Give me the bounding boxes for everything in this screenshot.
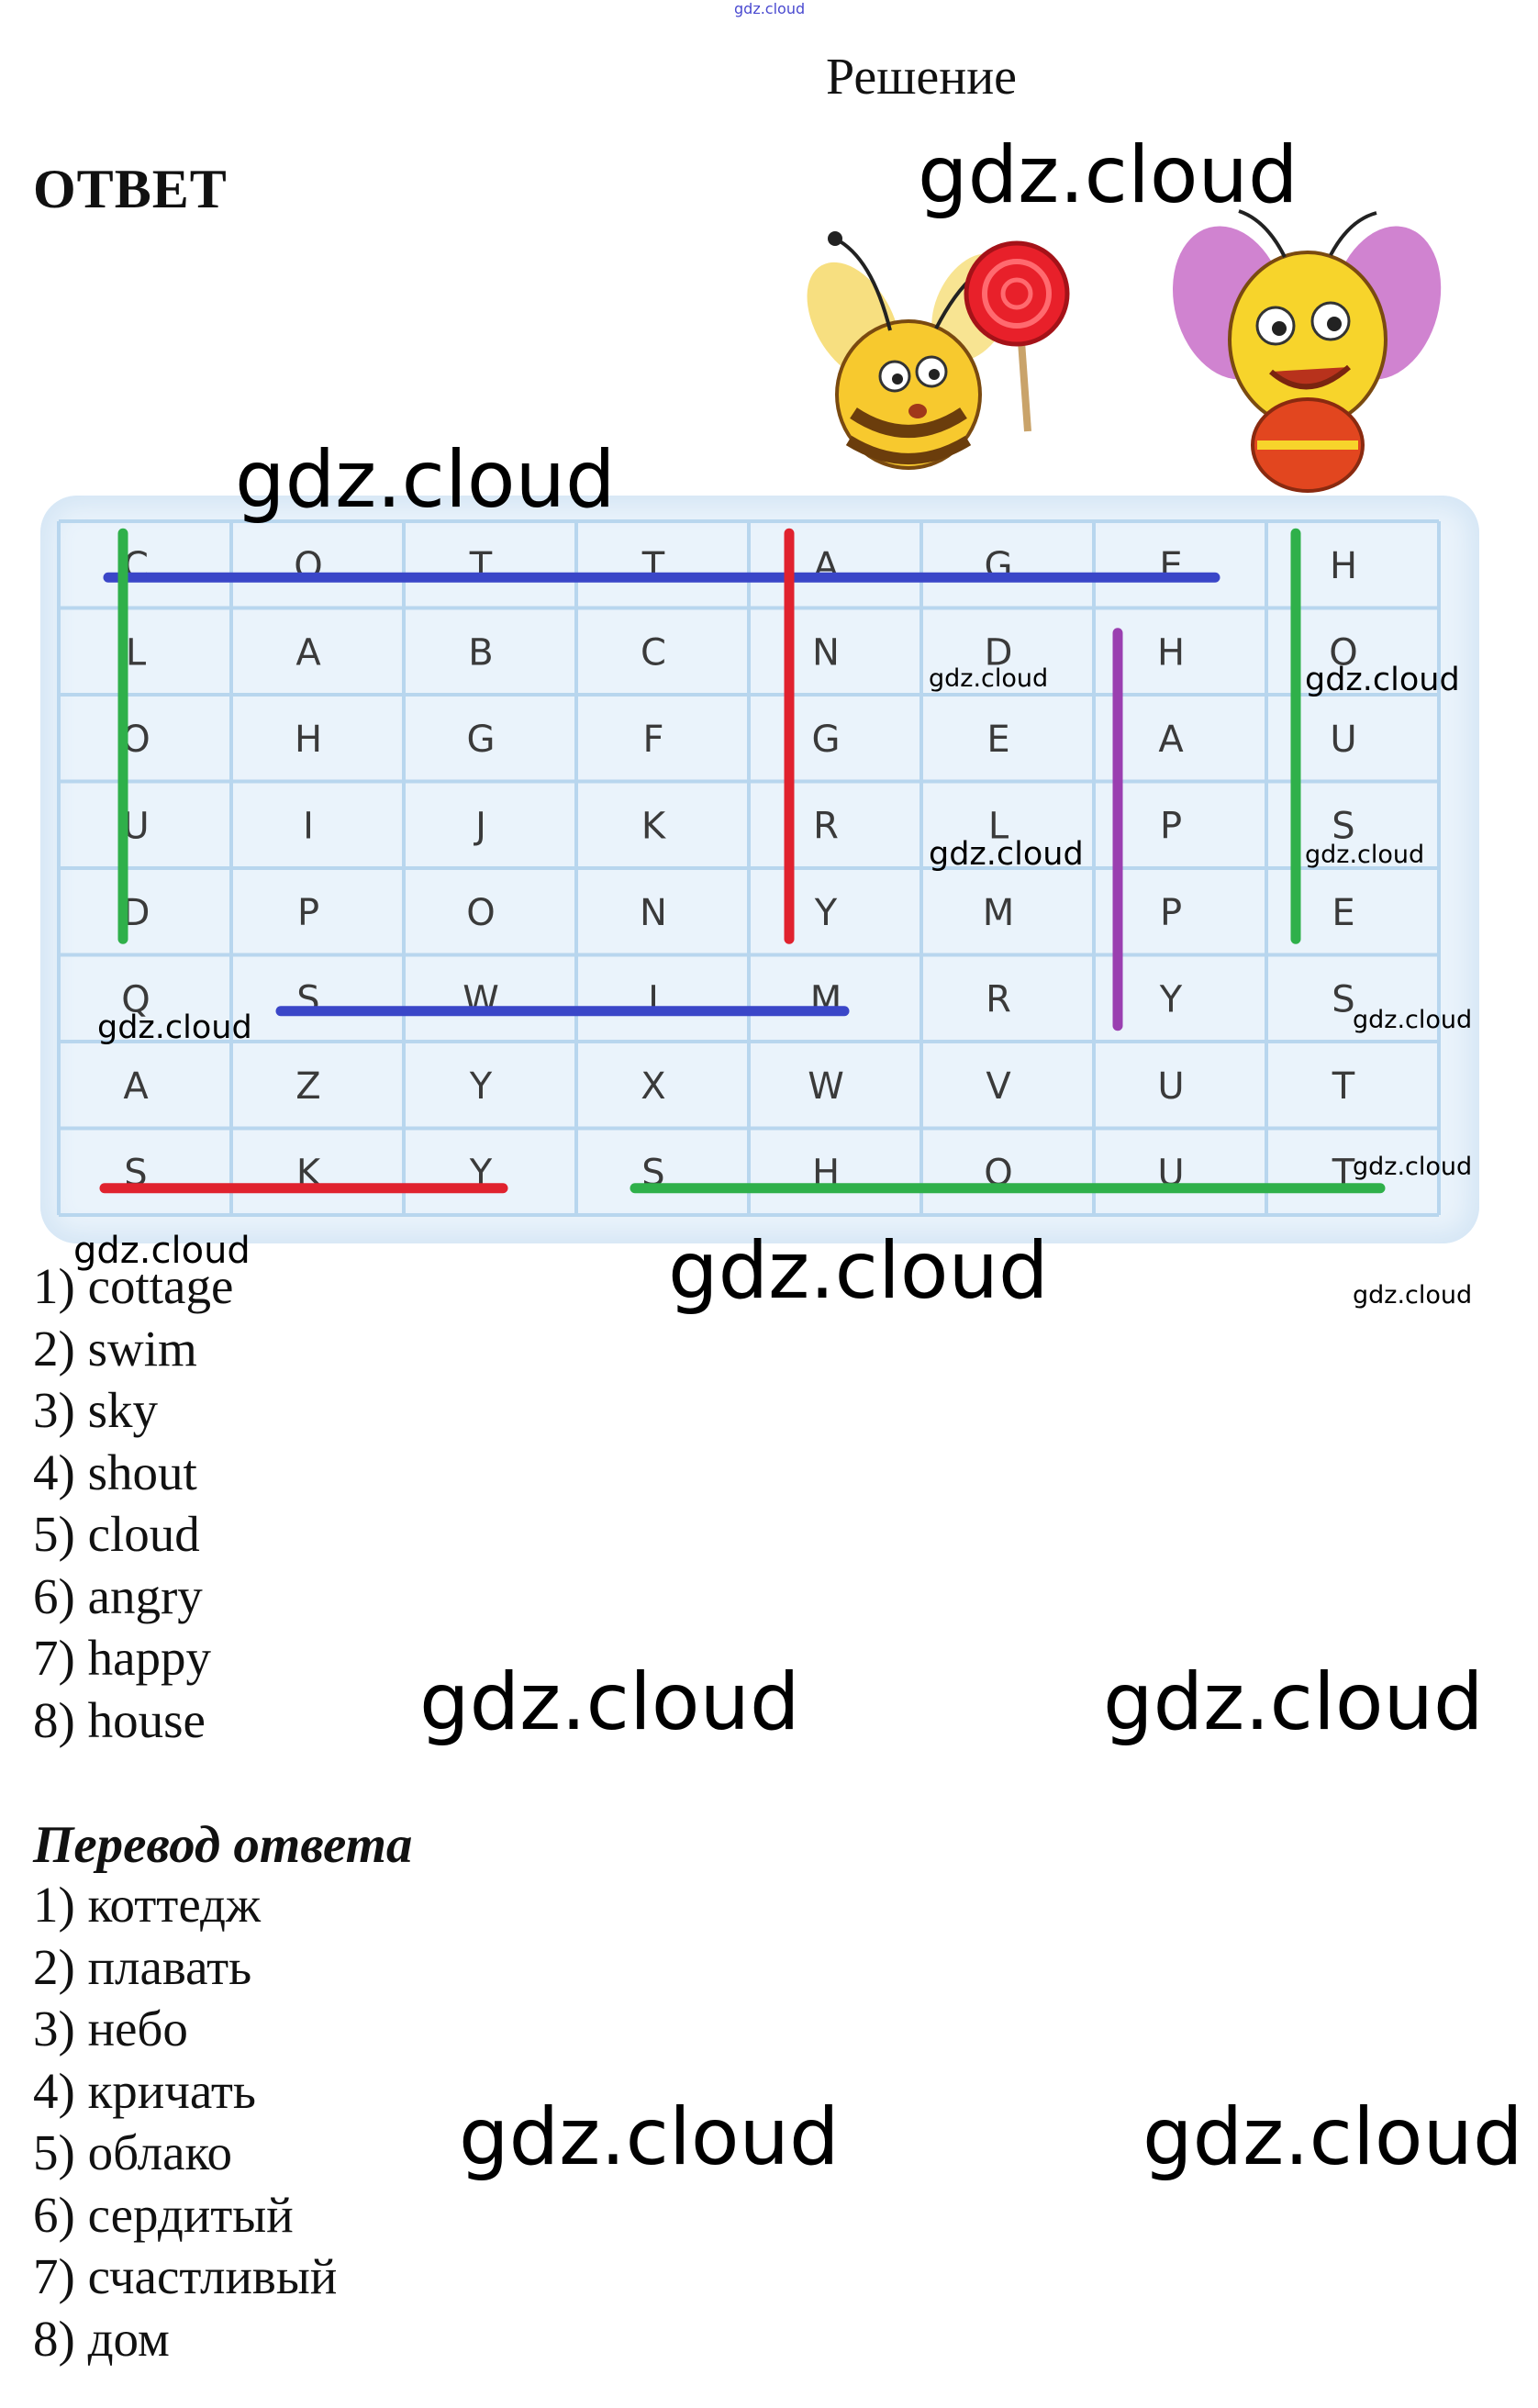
grid-letter: A: [123, 1065, 149, 1108]
grid-letter: Y: [1159, 979, 1183, 1021]
grid-letter: G: [467, 719, 496, 761]
grid-letter: F: [642, 719, 663, 761]
grid-letter: P: [1160, 892, 1182, 934]
grid-letter: U: [1157, 1065, 1184, 1108]
grid-letter: K: [641, 806, 667, 848]
grid-letter: Y: [469, 1065, 493, 1108]
grid-letter: R: [986, 979, 1011, 1021]
watermark: gdz.cloud: [1353, 1281, 1473, 1310]
grid-letter: H: [1330, 545, 1357, 587]
answers-list: 1) cottage 2) swim 3) sky 4) shout 5) cl…: [33, 1255, 233, 1751]
watermark: gdz.cloud: [1353, 1153, 1473, 1181]
grid-letter: P: [1160, 806, 1182, 848]
watermark: gdz.cloud: [97, 1009, 252, 1046]
watermark: gdz.cloud: [459, 2091, 840, 2183]
watermark: gdz.cloud: [1353, 1006, 1473, 1034]
watermark: gdz.cloud: [929, 836, 1084, 873]
grid-letter: J: [473, 806, 486, 848]
grid-letter: I: [648, 979, 659, 1021]
grid-letter: Q: [121, 979, 150, 1021]
grid-letter: O: [466, 892, 495, 934]
watermark: gdz.cloud: [1305, 841, 1425, 869]
grid-letter: W: [808, 1065, 844, 1108]
list-item: 7) счастливый: [33, 2248, 338, 2304]
watermark: gdz.cloud: [73, 1230, 251, 1272]
watermark: gdz.cloud: [235, 434, 616, 526]
site-tag: gdz.cloud: [734, 0, 806, 17]
right-bee-icon: [1173, 209, 1442, 493]
watermark: gdz.cloud: [1103, 1656, 1484, 1748]
page-title: Решение: [826, 49, 1018, 106]
grid-letter: P: [297, 892, 319, 934]
grid-letter: L: [126, 632, 147, 674]
grid-letter: A: [295, 632, 321, 674]
list-item: 5) облако: [33, 2124, 232, 2180]
list-item: 8) дом: [33, 2310, 170, 2367]
grid-letter: T: [1332, 1065, 1355, 1108]
grid-letter: M: [983, 892, 1015, 934]
grid-letter: O: [1329, 632, 1357, 674]
grid-letter: V: [986, 1065, 1011, 1108]
watermark: gdz.cloud: [1142, 2091, 1523, 2183]
grid-letter: Y: [814, 892, 838, 934]
list-item: 2) swim: [33, 1320, 197, 1377]
list-item: 3) sky: [33, 1382, 158, 1438]
grid-letter: G: [812, 719, 841, 761]
grid-letter: H: [295, 719, 322, 761]
grid-letter: U: [1330, 719, 1356, 761]
grid-letter: E: [986, 719, 1009, 761]
grid-letter: A: [1158, 719, 1184, 761]
grid-letter: S: [1332, 979, 1354, 1021]
grid-letter: S: [1332, 806, 1354, 848]
list-item: 1) cottage: [33, 1258, 234, 1314]
grid-letter: L: [988, 806, 1009, 848]
list-item: 6) сердитый: [33, 2186, 294, 2243]
list-item: 8) house: [33, 1691, 206, 1748]
grid-letter: N: [640, 892, 667, 934]
grid-letter: X: [641, 1065, 665, 1108]
grid-letter: E: [1332, 892, 1354, 934]
grid-letter: D: [985, 632, 1013, 674]
grid-letter: C: [641, 632, 666, 674]
bees-illustration: [807, 209, 1442, 493]
list-item: 3) небо: [33, 2001, 188, 2057]
list-item: 5) cloud: [33, 1506, 200, 1562]
list-item: 6) angry: [33, 1567, 203, 1624]
watermark: gdz.cloud: [668, 1225, 1049, 1317]
grid-letter: N: [812, 632, 840, 674]
watermark: gdz.cloud: [918, 129, 1298, 221]
list-item: 2) плавать: [33, 1938, 252, 1995]
lollipop-icon: [964, 240, 1070, 432]
list-item: 4) кричать: [33, 2062, 256, 2119]
watermark: gdz.cloud: [419, 1656, 800, 1748]
list-item: 7) happy: [33, 1630, 211, 1686]
grid-letter: Z: [295, 1065, 320, 1108]
watermark: gdz.cloud: [929, 664, 1049, 693]
answer-heading: ОТВЕТ: [33, 159, 228, 219]
translation-heading: Перевод ответа: [33, 1816, 413, 1874]
watermark: gdz.cloud: [1305, 662, 1460, 698]
list-item: 1) коттедж: [33, 1877, 262, 1933]
list-item: 4) shout: [33, 1444, 197, 1500]
grid-letter: I: [303, 806, 314, 848]
grid-letter: H: [1157, 632, 1185, 674]
grid-letter: R: [813, 806, 839, 848]
grid-letter: B: [468, 632, 493, 674]
translations-list: 1) коттедж 2) плавать 3) небо 4) кричать…: [33, 1874, 337, 2369]
